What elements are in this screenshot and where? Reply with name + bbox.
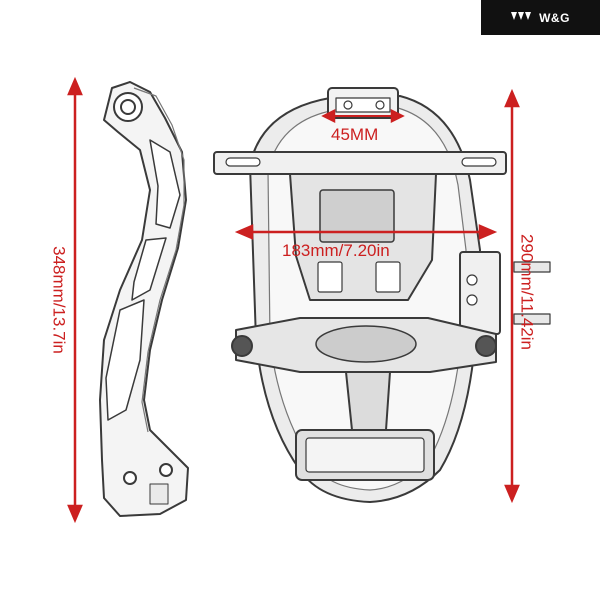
triangle-wing-icon — [511, 11, 532, 20]
dimension-lines — [67, 76, 520, 524]
brand-name: W&G — [539, 10, 570, 25]
mount-width-label: 183mm/7.20in — [282, 241, 390, 260]
bracket-height-label: 348mm/13.7in — [49, 246, 69, 354]
brand-logo: W&G — [481, 0, 600, 35]
fender-mount — [213, 87, 551, 503]
slot-width-label: 45MM — [331, 125, 379, 144]
side-bracket — [99, 81, 189, 517]
mount-height-label: 290mm/11.42in — [517, 234, 537, 350]
